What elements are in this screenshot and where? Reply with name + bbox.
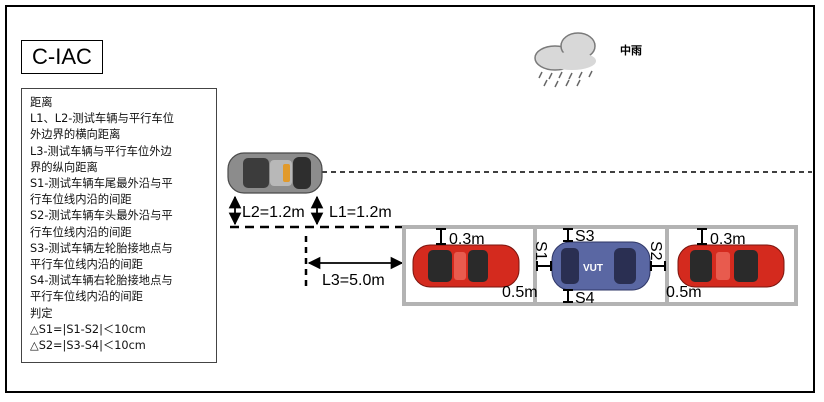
- legend-line: L3-测试车辆与平行车位外边: [30, 144, 172, 158]
- legend-line: △S1=|S1-S2|＜10cm: [30, 322, 146, 336]
- legend-line: S3-测试车辆左轮胎接地点与: [30, 241, 173, 255]
- legend-line: 外边界的横向距离: [30, 128, 121, 142]
- legend-line: 距离: [30, 96, 53, 109]
- parked-car-left: [412, 244, 520, 288]
- gap-bottom-right-label: 0.5m: [666, 284, 702, 301]
- parked-car-right: [677, 244, 785, 288]
- l2-label: L2=1.2m: [242, 204, 305, 221]
- gap-top-left-label: 0.3m: [449, 231, 485, 248]
- legend-line: 界的纵向距离: [30, 160, 98, 174]
- s4-label: S4: [575, 290, 595, 307]
- legend-line: 行车位线内沿的间距: [30, 225, 132, 239]
- rain-cloud-icon: [534, 32, 596, 88]
- weather-label: 中雨: [620, 44, 642, 57]
- s3-label: S3: [575, 228, 595, 245]
- s2-label: S2: [647, 241, 664, 261]
- legend-line: S4-测试车辆右轮胎接地点与: [30, 274, 173, 288]
- legend-box: 距离 L1、L2-测试车辆与平行车位 外边界的横向距离 L3-测试车辆与平行车位…: [21, 88, 217, 363]
- vut-label: VUT: [583, 263, 603, 274]
- gap-top-right-label: 0.3m: [710, 231, 746, 248]
- l1-label: L1=1.2m: [329, 204, 392, 221]
- legend-line: 平行车位线内沿的间距: [30, 290, 143, 304]
- legend-line: 平行车位线内沿的间距: [30, 258, 143, 272]
- s1-label: S1: [532, 241, 549, 261]
- target-parking-space: [533, 225, 669, 306]
- legend-line: 判定: [30, 306, 53, 320]
- scenario-label: C-IAC: [21, 40, 103, 74]
- legend-line: △S2=|S3-S4|＜10cm: [30, 339, 146, 353]
- legend-line: S2-测试车辆车头最外沿与平: [30, 209, 173, 223]
- legend-line: L1、L2-测试车辆与平行车位: [30, 112, 175, 126]
- legend-line: 行车位线内沿的间距: [30, 193, 132, 207]
- l3-label: L3=5.0m: [322, 272, 385, 289]
- legend-line: S1-测试车辆车尾最外沿与平: [30, 177, 173, 191]
- test-vehicle: [227, 152, 323, 194]
- gap-bottom-left-label: 0.5m: [502, 284, 538, 301]
- vut-vehicle: VUT: [551, 241, 651, 291]
- diagram-frame: [5, 5, 815, 393]
